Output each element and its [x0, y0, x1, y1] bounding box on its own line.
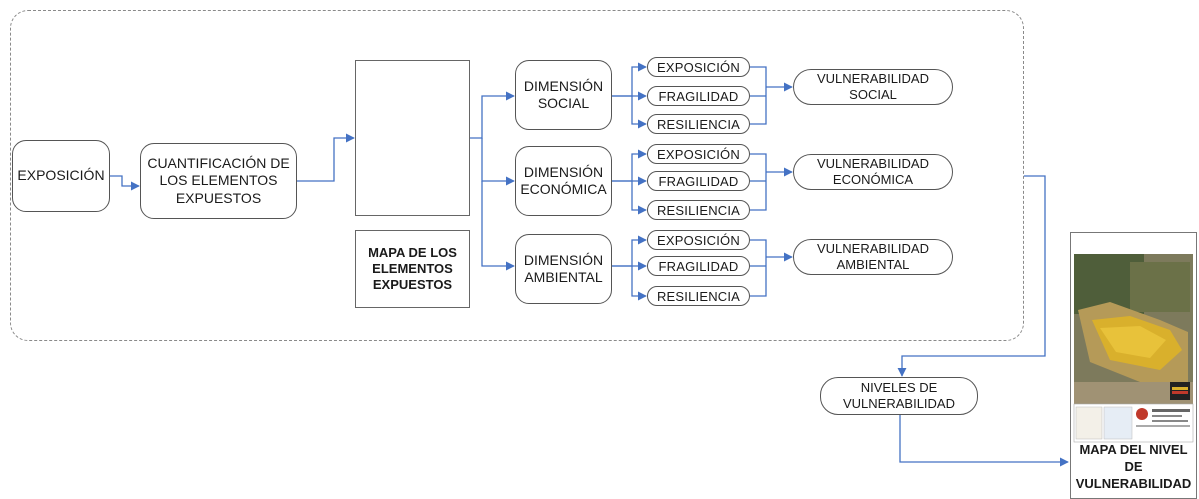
- arrow-mapa-economica: [481, 138, 515, 186]
- vulnerabilidad-economica-box: VULNERABILIDAD ECONÓMICA: [793, 154, 953, 190]
- arrow-amb-result: [750, 239, 792, 297]
- arrow-eco-result: [750, 153, 792, 211]
- vulnerabilidad-economica-line-2: ECONÓMICA: [832, 172, 914, 187]
- arrow-cuantificacion-mapa: [297, 133, 355, 182]
- mapa-nivel-caption: MAPA DEL NIVEL DE VULNERABILIDAD: [1068, 442, 1199, 493]
- arrow-niveles-mapa: [899, 415, 1069, 467]
- social-resiliencia-label: RESILIENCIA: [656, 116, 741, 132]
- social-fragilidad-pill: FRAGILIDAD: [647, 86, 750, 106]
- exposicion-box: EXPOSICIÓN: [12, 140, 110, 212]
- vulnerabilidad-ambiental-box: VULNERABILIDAD AMBIENTAL: [793, 239, 953, 275]
- social-resiliencia-pill: RESILIENCIA: [647, 114, 750, 134]
- mapa-elementos-caption-box: MAPA DE LOS ELEMENTOS EXPUESTOS: [355, 230, 470, 308]
- dimension-economica-line-1: DIMENSIÓN: [523, 163, 604, 180]
- mapa-elementos-line-2: ELEMENTOS: [372, 260, 453, 276]
- dimension-social-line-2: SOCIAL: [537, 95, 590, 111]
- vulnerability-map-thumbnail: [1070, 232, 1197, 499]
- cuantificacion-line-1: CUANTIFICACIÓN DE: [147, 154, 290, 171]
- dimension-ambiental-line-1: DIMENSIÓN: [523, 251, 604, 268]
- vulnerabilidad-economica-line-1: VULNERABILIDAD: [817, 155, 929, 171]
- vulnerabilidad-ambiental-line-1: VULNERABILIDAD: [817, 240, 929, 256]
- ambiental-fragilidad-pill: FRAGILIDAD: [647, 256, 750, 276]
- mapa-elementos-box: [355, 60, 470, 216]
- economica-resiliencia-label: RESILIENCIA: [656, 202, 741, 218]
- ambiental-fragilidad-label: FRAGILIDAD: [658, 258, 739, 274]
- vulnerabilidad-social-line-2: SOCIAL: [849, 87, 897, 102]
- cuantificacion-line-3: EXPUESTOS: [175, 189, 262, 206]
- dimension-ambiental-line-2: AMBIENTAL: [524, 269, 603, 285]
- mapa-nivel-line-2: DE: [1124, 458, 1143, 474]
- vulnerabilidad-social-line-1: VULNERABILIDAD: [817, 70, 929, 86]
- niveles-line-2: VULNERABILIDAD: [843, 396, 955, 411]
- social-fragilidad-label: FRAGILIDAD: [658, 88, 739, 104]
- mapa-nivel-line-1: MAPA DEL NIVEL: [1079, 442, 1188, 457]
- arrow-amb-resiliencia: [631, 266, 647, 301]
- mapa-elementos-line-3: EXPUESTOS: [372, 277, 453, 293]
- ambiental-resiliencia-label: RESILIENCIA: [656, 288, 741, 304]
- arrow-frame-niveles: [897, 175, 1046, 377]
- niveles-vulnerabilidad-box: NIVELES DE VULNERABILIDAD: [820, 377, 978, 415]
- ambiental-resiliencia-pill: RESILIENCIA: [647, 286, 750, 306]
- dimension-social-line-1: DIMENSIÓN: [523, 77, 604, 94]
- dimension-economica-box: DIMENSIÓN ECONÓMICA: [515, 146, 612, 216]
- arrow-social-resiliencia: [631, 96, 647, 129]
- vulnerabilidad-social-box: VULNERABILIDAD SOCIAL: [793, 69, 953, 105]
- arrow-exposicion-cuantificacion: [110, 175, 140, 191]
- ambiental-exposicion-label: EXPOSICIÓN: [657, 232, 740, 248]
- cuantificacion-line-2: LOS ELEMENTOS: [159, 172, 278, 189]
- niveles-line-1: NIVELES DE: [860, 379, 938, 395]
- dimension-social-box: DIMENSIÓN SOCIAL: [515, 60, 612, 130]
- social-exposicion-pill: EXPOSICIÓN: [647, 57, 750, 77]
- social-exposicion-label: EXPOSICIÓN: [657, 59, 740, 75]
- economica-exposicion-pill: EXPOSICIÓN: [647, 144, 750, 164]
- economica-exposicion-label: EXPOSICIÓN: [657, 146, 740, 162]
- arrow-mapa-ambiental: [481, 181, 515, 271]
- process-frame: [10, 10, 1024, 341]
- dimension-economica-line-2: ECONÓMICA: [520, 181, 607, 197]
- arrow-eco-resiliencia: [631, 181, 647, 215]
- exposicion-label: EXPOSICIÓN: [17, 167, 105, 184]
- economica-fragilidad-label: FRAGILIDAD: [658, 173, 739, 189]
- arrow-mapa-dimensions: [470, 91, 515, 139]
- mapa-elementos-line-1: MAPA DE LOS: [368, 244, 457, 260]
- cuantificacion-box: CUANTIFICACIÓN DE LOS ELEMENTOS EXPUESTO…: [140, 143, 297, 219]
- economica-fragilidad-pill: FRAGILIDAD: [647, 171, 750, 191]
- vulnerabilidad-ambiental-line-2: AMBIENTAL: [836, 257, 910, 272]
- dimension-ambiental-box: DIMENSIÓN AMBIENTAL: [515, 234, 612, 304]
- ambiental-exposicion-pill: EXPOSICIÓN: [647, 230, 750, 250]
- economica-resiliencia-pill: RESILIENCIA: [647, 200, 750, 220]
- mapa-nivel-line-3: VULNERABILIDAD: [1075, 475, 1192, 491]
